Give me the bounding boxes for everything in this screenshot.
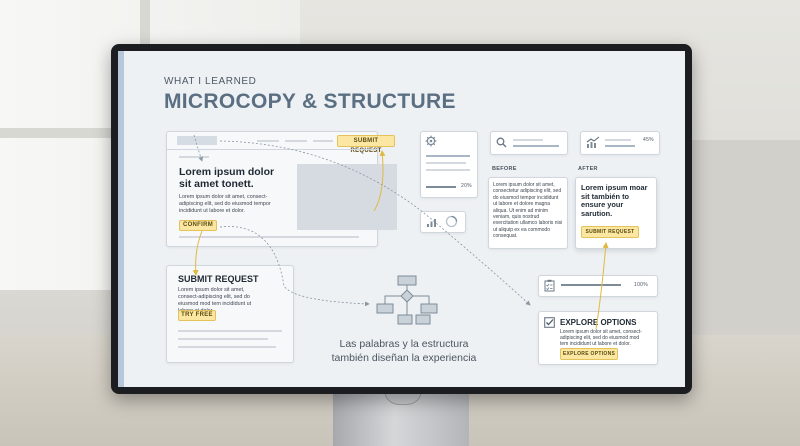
settings-progress-bar <box>426 186 456 188</box>
wireframe-nav-line <box>285 140 307 142</box>
after-label: AFTER <box>578 166 598 172</box>
monitor: WHAT I LEARNED MICROCOPY & STRUCTURE SUB… <box>111 44 692 394</box>
caption-line-1: Las palabras y la estructura <box>339 338 469 350</box>
wireframe-confirm-button[interactable]: CONFIRM <box>179 220 217 231</box>
slide-overline: WHAT I LEARNED <box>164 76 257 87</box>
caption-line-2: también diseñan la experiencia <box>331 352 477 364</box>
search-line <box>513 145 559 147</box>
checklist-progress-fill <box>561 284 621 286</box>
wireframe-image-placeholder <box>297 164 397 230</box>
after-heading: Lorem ipsum moar sit también to ensure y… <box>581 183 648 218</box>
trend-label: 45% <box>643 137 654 143</box>
checklist-card: 100% <box>538 275 658 297</box>
wireframe-logo <box>177 136 217 145</box>
search-card <box>490 131 568 155</box>
settings-progress-card: 20% <box>420 131 478 198</box>
wireframe-line <box>179 236 359 238</box>
wireframe-submit-button[interactable]: SUBMIT REQUEST <box>337 135 395 154</box>
after-submit-button[interactable]: SUBMIT REQUEST <box>581 226 639 238</box>
mini-chart-card <box>420 211 466 233</box>
wireframe-header-divider <box>167 149 377 150</box>
clipboard-checklist-icon <box>544 279 555 292</box>
explore-options-card: EXPLORE OPTIONS Lorem ipsum dolor sit am… <box>538 311 658 365</box>
before-card: Lorem ipsum dolor sit amet, consectetur … <box>488 177 568 249</box>
wireframe-nav-line <box>313 140 333 142</box>
trend-card: 45% <box>580 131 660 155</box>
explore-heading: EXPLORE OPTIONS <box>560 318 637 327</box>
search-icon <box>496 137 507 148</box>
wireframe-nav-line <box>257 140 279 142</box>
explore-body: Lorem ipsum dolor sit amet, consect-adip… <box>560 329 642 347</box>
slide-title: MICROCOPY & STRUCTURE <box>164 90 456 113</box>
before-body: Lorem ipsum dolor sit amet, consectetur … <box>493 182 563 240</box>
after-card: Lorem ipsum moar sit también to ensure y… <box>575 177 657 249</box>
explore-options-button[interactable]: EXPLORE OPTIONS <box>560 348 618 360</box>
shelf <box>680 140 800 340</box>
settings-line <box>426 155 470 157</box>
settings-progress-fill <box>426 186 456 188</box>
wireframe-mockup: SUBMIT REQUEST Lorem ipsum dolor sit ame… <box>166 131 397 247</box>
gear-icon <box>425 135 437 147</box>
checklist-label: 100% <box>634 282 648 288</box>
before-label: BEFORE <box>492 166 517 172</box>
screen: WHAT I LEARNED MICROCOPY & STRUCTURE SUB… <box>118 51 685 387</box>
trend-line <box>605 145 635 147</box>
try-free-button[interactable]: TRY FREE <box>178 310 216 321</box>
settings-progress-label: 20% <box>461 183 472 189</box>
settings-line <box>426 162 466 164</box>
checkbox-icon <box>544 317 555 328</box>
gauge-icon <box>445 215 458 228</box>
flowchart-icon <box>376 275 438 325</box>
checklist-progress-bar <box>561 284 621 286</box>
wireframe-hero-heading-2: sit amet tonett. <box>179 178 254 190</box>
search-line <box>513 139 543 141</box>
trend-chart-icon <box>586 136 600 148</box>
submit-card-line <box>178 330 282 332</box>
settings-line <box>426 169 470 171</box>
slide-caption: Las palabras y la estructura también dis… <box>314 337 494 365</box>
submit-card-line <box>178 346 276 348</box>
submit-request-heading: SUBMIT REQUEST <box>178 274 259 284</box>
trend-line <box>605 139 631 141</box>
submit-request-card: SUBMIT REQUEST Lorem ipsum dolor sit ame… <box>166 265 294 363</box>
wireframe-hero-body: Lorem ipsum dolor sit amet, consect-adip… <box>179 194 271 214</box>
wireframe-line <box>179 156 209 158</box>
wireframe-hero-heading-1: Lorem ipsum dolor <box>179 166 275 178</box>
submit-card-line <box>178 338 268 340</box>
bar-chart-icon <box>427 219 436 227</box>
